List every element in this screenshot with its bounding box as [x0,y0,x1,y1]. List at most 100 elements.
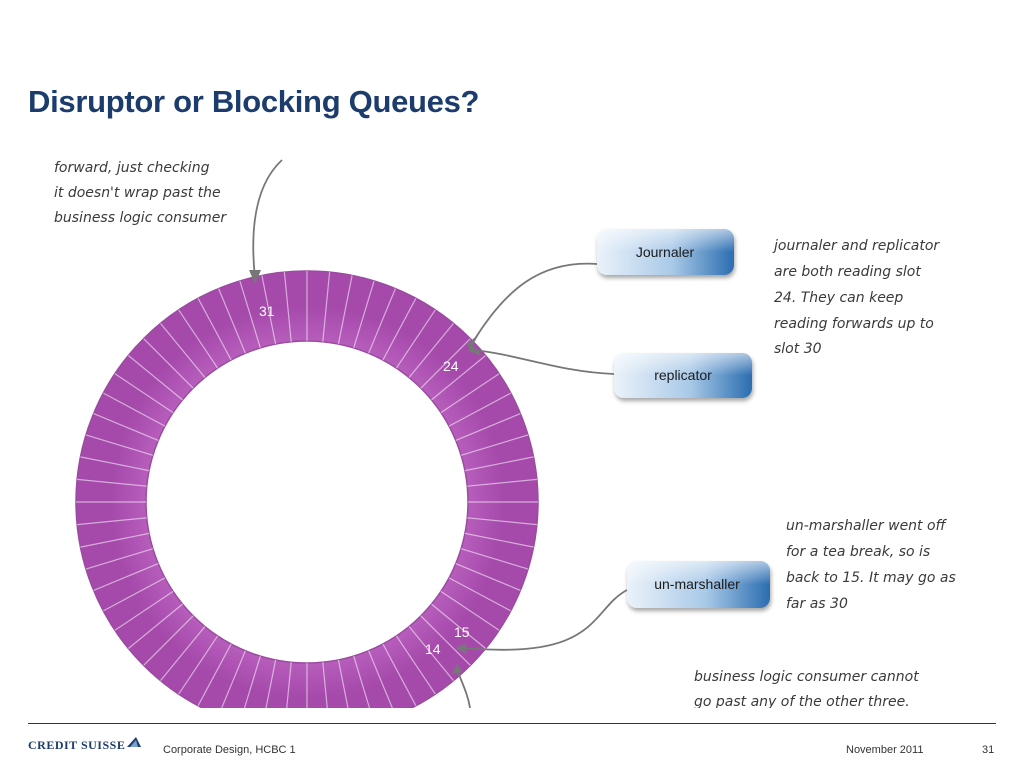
ring-buffer-diagram: 31 24 15 14 Journaler replicator un-mars… [54,159,956,708]
slot-divider [322,662,328,708]
slot-divider [128,603,183,649]
slot-divider [353,280,375,349]
arrow-unmarshaller-to-15 [464,589,628,651]
slot-divider [265,659,277,708]
slot-divider [178,309,219,369]
replicator-button[interactable]: replicator [614,353,752,398]
slot-divider [283,272,292,342]
ring-buffer [75,270,539,708]
slot-divider [464,456,534,472]
slot-divider [460,434,529,456]
slot-divider [103,392,166,427]
slot-divider [243,655,261,708]
slot-divider [408,626,454,681]
page-number: 31 [982,744,995,756]
arrow-business-logic-to-14 [457,671,471,708]
replicator-label: replicator [654,367,712,383]
note-top-left: forward, just checking it doesn't wrap p… [54,160,227,226]
slot-divider [440,590,500,631]
slot-divider [93,413,159,441]
note-top-left-line-3: business logic consumer [54,210,227,226]
slot-divider [80,456,150,472]
slot-divider [448,577,511,612]
note-bottom: business logic consumer cannot go past a… [694,669,919,708]
slot-divider [322,272,331,342]
slot-divider [395,635,436,695]
note-top-right-line-5: slot 30 [774,341,822,357]
slot-divider [337,275,353,345]
note-middle-right-line-3: back to 15. It may go as [786,570,956,586]
slot-divider [85,548,154,570]
slot-divider [368,650,393,708]
arrowheads [249,270,482,674]
arrow-to-slot-31 [252,159,283,279]
footer-divider [28,723,996,724]
slot-label-31: 31 [259,303,275,319]
slot-label-24: 24 [443,358,459,374]
slot-divider [286,662,292,708]
unmarshaller-button[interactable]: un-marshaller [627,561,770,608]
slot-label-14: 14 [425,641,441,657]
slot-divider [431,603,486,649]
arrowhead-unmarshaller [456,643,466,654]
slot-divider [77,478,147,487]
note-middle-right: un-marshaller went off for a tea break, … [786,518,956,612]
footer-date: November 2011 [846,744,924,756]
slot-divider [440,373,500,414]
arrowhead-journaler [467,334,479,350]
slot-divider [103,577,166,612]
slot-dividers [76,271,538,708]
slot-divider [160,323,206,378]
slot-divider [85,434,154,456]
slot-divider [143,615,194,666]
slide-title: Disruptor or Blocking Queues? [28,84,480,119]
slot-divider [464,532,534,548]
credit-suisse-logo: CREDIT SUISSE [28,735,142,753]
note-bottom-line-1: business logic consumer cannot [694,669,919,685]
arrow-replicator-to-24 [473,349,615,375]
slot-divider [80,532,150,548]
note-top-left-line-2: it doesn't wrap past the [54,185,221,201]
note-middle-right-line-4: far as 30 [786,596,848,612]
note-middle-right-line-1: un-marshaller went off [786,518,948,534]
note-middle-right-line-2: for a tea break, so is [786,544,930,560]
slot-divider [178,635,219,695]
ring-inner-edge [145,340,469,664]
slot-divider [160,626,206,681]
slot-divider [408,323,454,378]
slot-divider [218,288,246,354]
journaler-button[interactable]: Journaler [597,229,734,275]
journaler-label: Journaler [636,244,695,260]
slot-divider [239,280,261,349]
slot-divider [455,563,521,591]
slot-divider [460,548,529,570]
arrows [252,159,628,708]
note-bottom-line-2: go past any of the other three. [694,694,910,708]
slot-divider [221,650,246,708]
slot-divider [261,275,277,345]
slot-label-15: 15 [454,624,470,640]
slot-divider [353,655,371,708]
note-top-right-line-3: 24. They can keep [774,290,903,306]
note-top-left-line-1: forward, just checking [54,160,210,176]
slot-divider [114,590,174,631]
slot-divider [382,298,417,361]
slot-divider [368,288,396,354]
slot-divider [93,563,159,591]
note-top-right: journaler and replicator are both readin… [772,238,940,357]
slot-divider [77,517,147,526]
arrow-journaler-to-24 [472,262,598,343]
note-top-right-line-4: reading forwards up to [774,316,934,332]
slot-divider [395,309,436,369]
arrowhead-31 [249,270,261,284]
slot-divider [467,517,537,526]
sail-icon [127,737,142,747]
slot-divider [143,338,194,389]
slot-divider [337,659,349,708]
unmarshaller-label: un-marshaller [654,576,740,592]
slot-divider [197,643,232,706]
slot-divider [114,373,174,414]
note-top-right-line-2: are both reading slot [774,264,921,280]
arrowhead-replicator [468,344,482,356]
